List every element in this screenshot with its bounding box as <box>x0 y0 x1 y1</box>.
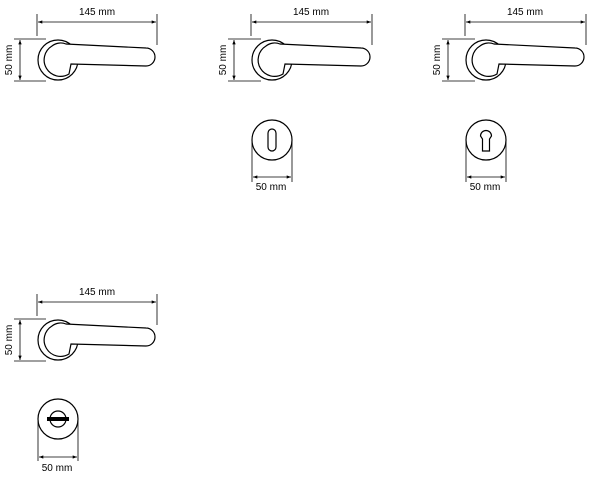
handle-drawing-3: 145 mm 50 mm 50 mm <box>432 7 587 193</box>
escutcheon-width-label: 50 mm <box>256 182 287 193</box>
wc-turn-escutcheon <box>37 398 79 440</box>
handle-width-label: 145 mm <box>293 7 329 18</box>
handle-shape <box>37 39 156 81</box>
height-dimension: 50 mm <box>218 38 261 82</box>
handle-drawing-2: 145 mm 50 mm 50 mm <box>218 7 373 193</box>
escutcheon-width-label: 50 mm <box>42 463 73 474</box>
euro-cylinder-keyhole-icon <box>479 129 493 152</box>
rose-height-label: 50 mm <box>218 45 229 76</box>
euro-cylinder-escutcheon <box>465 119 507 161</box>
wc-turn-bar-icon <box>47 417 69 421</box>
handle-drawing-1: 145 mm 50 mm <box>4 7 158 82</box>
width-dimension: 145 mm <box>36 287 158 325</box>
handle-width-label: 145 mm <box>79 7 115 18</box>
keyhole-escutcheon <box>251 119 293 161</box>
height-dimension: 50 mm <box>4 38 46 82</box>
escutcheon-width-label: 50 mm <box>470 182 501 193</box>
width-dimension: 145 mm <box>36 7 158 45</box>
rose-height-label: 50 mm <box>4 325 15 356</box>
width-dimension: 145 mm <box>464 7 587 45</box>
rose-height-label: 50 mm <box>4 45 15 76</box>
keyhole-slot-icon <box>267 128 277 152</box>
handle-shape <box>37 319 156 361</box>
width-dimension: 145 mm <box>250 7 373 45</box>
handle-width-label: 145 mm <box>79 287 115 298</box>
rose-height-label: 50 mm <box>432 45 443 76</box>
escutcheon-width-dimension: 50 mm <box>37 419 79 474</box>
handle-shape <box>465 39 585 81</box>
height-dimension: 50 mm <box>4 318 46 362</box>
handle-width-label: 145 mm <box>507 7 543 18</box>
escutcheon-width-dimension: 50 mm <box>465 140 507 193</box>
height-dimension: 50 mm <box>432 38 475 82</box>
handle-drawing-4: 145 mm 50 mm 50 mm <box>4 287 158 474</box>
escutcheon-width-dimension: 50 mm <box>251 140 293 193</box>
handle-shape <box>251 39 371 81</box>
